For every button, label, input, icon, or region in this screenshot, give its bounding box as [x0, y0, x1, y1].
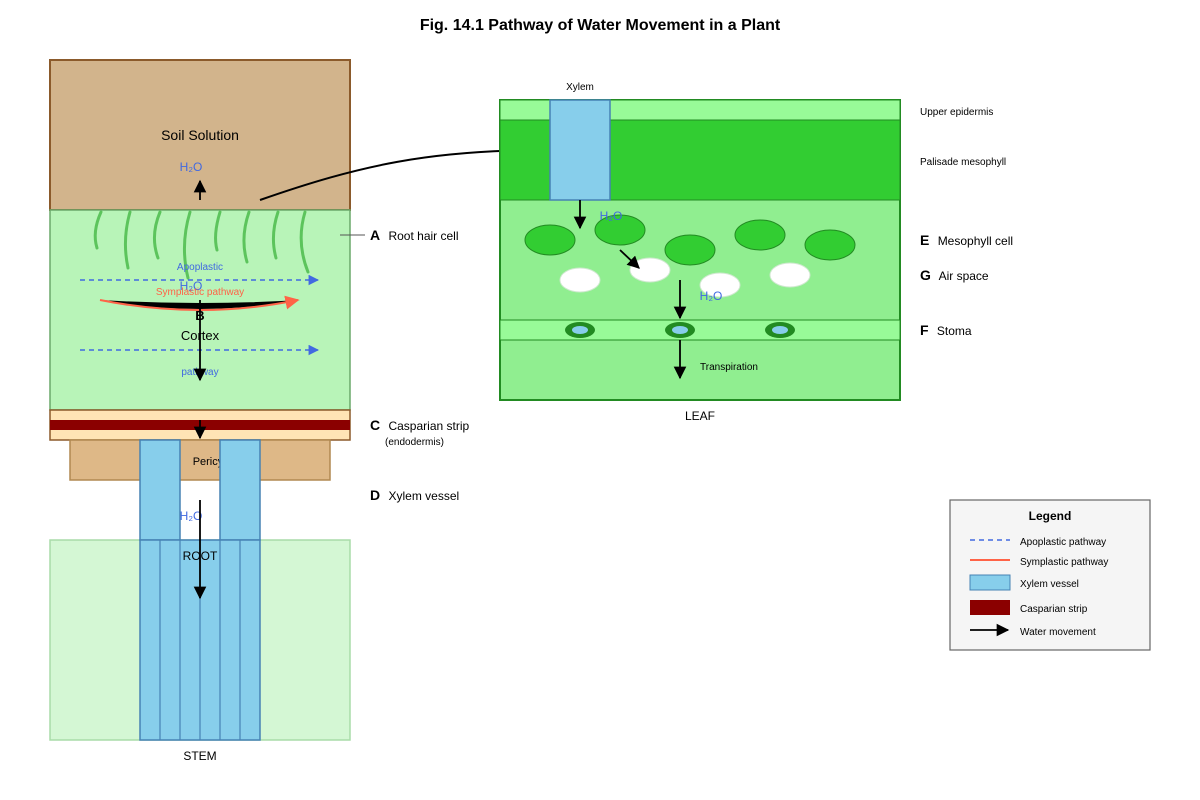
- leaf-h2o-label-2: H₂O: [700, 289, 723, 303]
- apoplastic-label: Apoplastic: [177, 262, 223, 273]
- lower-epidermis: [499, 319, 901, 341]
- callout-letter: D: [370, 487, 380, 503]
- legend-item-label: Casparian strip: [1020, 604, 1088, 615]
- callout-text: Casparian strip: [388, 419, 469, 433]
- callout-letter: F: [920, 322, 929, 338]
- stem-xylem-dividers: [159, 540, 241, 740]
- callout-letter: E: [920, 232, 929, 248]
- soil-label: Soil Solution: [161, 127, 239, 143]
- legend-casparian-swatch: [970, 600, 1010, 615]
- callout-d: D Xylem vessel: [370, 487, 459, 503]
- callout-f: F Stoma: [920, 322, 972, 338]
- root-xylem-left: [139, 439, 181, 541]
- legend-item-label: Apoplastic pathway: [1020, 537, 1106, 548]
- callout-g: G Air space: [920, 267, 989, 283]
- upper-epidermis-label: Upper epidermis: [920, 107, 993, 118]
- callout-letter: G: [920, 267, 931, 283]
- leaf-section: Xylem H₂O H₂O: [499, 82, 1006, 423]
- callout-text: Air space: [939, 269, 989, 283]
- pericycle-region: [69, 439, 331, 481]
- legend-item-label: Xylem vessel: [1020, 579, 1079, 590]
- callout-e: E Mesophyll cell: [920, 232, 1013, 248]
- figure-title: Fig. 14.1 Pathway of Water Movement in a…: [420, 17, 781, 34]
- transpiration-label: Transpiration: [700, 362, 758, 373]
- root-xylem-right: [219, 439, 261, 541]
- callout-c-sub: (endodermis): [385, 437, 444, 448]
- stem-label: STEM: [183, 749, 216, 763]
- legend-item-label: Water movement: [1020, 627, 1096, 638]
- leaf-xylem: [549, 99, 611, 201]
- leaf-label: LEAF: [685, 409, 715, 423]
- callout-text: Mesophyll cell: [938, 234, 1013, 248]
- legend-item-label: Symplastic pathway: [1020, 557, 1108, 568]
- air-spaces: [559, 257, 811, 298]
- palisade-label: Palisade mesophyll: [920, 157, 1006, 168]
- legend-title: Legend: [1029, 509, 1072, 523]
- cortex-h2o-label: H₂O: [180, 279, 203, 293]
- legend: Legend Apoplastic pathway Symplastic pat…: [949, 499, 1151, 651]
- callouts: A Root hair cell C Casparian strip (endo…: [340, 227, 1013, 503]
- callout-a: A Root hair cell: [370, 227, 459, 243]
- root-hairs: [93, 210, 310, 280]
- soil-h2o-label: H₂O: [180, 160, 203, 174]
- callout-text: Stoma: [937, 324, 972, 338]
- callout-letter: C: [370, 417, 380, 433]
- callout-text: Xylem vessel: [388, 489, 459, 503]
- root-section: Soil Solution H₂O Apoplastic H₂O Symplas…: [49, 59, 351, 763]
- leaf-h2o-label-1: H₂O: [600, 209, 623, 223]
- callout-letter: A: [370, 227, 380, 243]
- callout-text: Root hair cell: [388, 229, 458, 243]
- leaf-xylem-label: Xylem: [566, 82, 594, 93]
- callout-c: C Casparian strip: [370, 417, 469, 433]
- legend-xylem-swatch: [969, 574, 1011, 591]
- stomata: [565, 322, 795, 338]
- symplastic-label: Symplastic pathway: [156, 287, 244, 298]
- mesophyll-cells: [524, 214, 856, 266]
- xylem-h2o-label: H₂O: [180, 509, 203, 523]
- mesophyll-arrow: [619, 249, 640, 269]
